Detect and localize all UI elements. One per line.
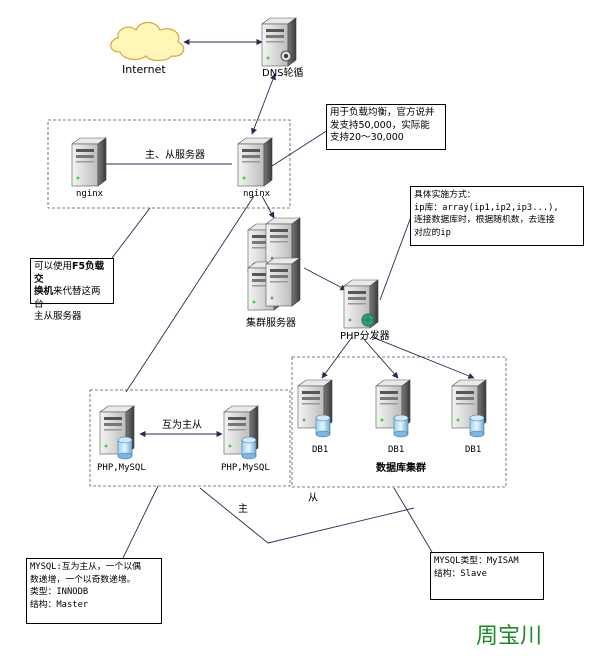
php-mysql-left-db-icon: [117, 436, 133, 460]
db1-c-label: DB1: [465, 445, 482, 455]
note-mysql-slave: MYSQL类型：MyISAM 结构：Slave: [430, 552, 544, 600]
master-mark-label: 主: [238, 504, 248, 515]
internet-cloud-icon: [110, 21, 185, 62]
cluster-label: 集群服务器: [246, 318, 296, 329]
note-load-balance: 用于负载均衡，官方说并 发支持50,000，实际能 支持20～30,000: [326, 104, 446, 150]
nginx-left-server-icon: [71, 137, 107, 187]
dispatcher-db1c-link: [371, 336, 475, 379]
note-f5-suffix: 来代替这两台 主从服务器: [34, 286, 101, 322]
note-f5-pointer: [111, 207, 151, 259]
dns-nginx-link: [251, 73, 276, 135]
db-cluster-group-box: [291, 356, 507, 488]
db1-b-db-icon: [393, 414, 409, 438]
db1-a-label: DB1: [312, 445, 329, 455]
db1-b-label: DB1: [388, 445, 405, 455]
mutual-master-slave-label: 互为主从: [162, 420, 202, 431]
note-f5-prefix: 可以使用: [34, 261, 73, 272]
nginx-left-label: nginx: [76, 189, 104, 199]
connectors: [104, 38, 475, 561]
author-signature: 周宝川: [476, 624, 543, 649]
db1-a-db-icon: [315, 414, 331, 438]
note-f5: 可以使用F5负载交 换机来代替这两台 主从服务器: [30, 258, 114, 322]
internet-label: Internet: [122, 63, 166, 76]
nginx-right-server-icon: [237, 137, 273, 187]
note-mysql-master-pointer: [121, 485, 159, 561]
master-slave-replication-link: [199, 487, 415, 544]
cluster-servers-icon: [247, 217, 301, 311]
php-mysql-right-db-icon: [241, 436, 257, 460]
dns-gear-icon: [280, 50, 292, 62]
php-mysql-right-label: PHP,MySQL: [221, 463, 270, 473]
dispatcher-db1b-link: [361, 336, 399, 379]
dns-server-icon: [261, 17, 297, 67]
globe-icon: [361, 313, 375, 327]
dns-label: DNS轮循: [262, 68, 304, 79]
nginx-cluster-link: [261, 195, 275, 219]
db-cluster-label: 数据库集群: [376, 463, 426, 474]
nginx-right-label: nginx: [243, 189, 271, 199]
nginx-phpmysql-link: [125, 195, 255, 393]
note-mysql-slave-pointer: [393, 487, 433, 553]
master-slave-link-label: 主、从服务器: [145, 150, 205, 161]
slave-mark-label: 从: [308, 493, 318, 504]
nginx-group-box: [47, 119, 291, 209]
db1-c-db-icon: [469, 414, 485, 438]
note-f5-bold: F5负载交 换机: [34, 261, 105, 297]
cluster-dispatcher-link: [303, 267, 347, 291]
note-mysql-master: MYSQL:互为主从，一个以偶 数递增，一个以奇数递增。 类型：INNODB 结…: [26, 558, 162, 624]
note-load-balance-pointer: [271, 129, 329, 167]
note-implementation-pointer: [379, 213, 413, 301]
note-implementation: 具体实施方式： ip库：array(ip1,ip2,ip3...), 连接数据库…: [410, 186, 584, 246]
php-dispatcher-label: PHP分发器: [340, 331, 390, 342]
php-mysql-group-box: [89, 389, 291, 487]
dispatcher-db1a-link: [321, 336, 353, 379]
php-mysql-left-label: PHP,MySQL: [97, 463, 146, 473]
